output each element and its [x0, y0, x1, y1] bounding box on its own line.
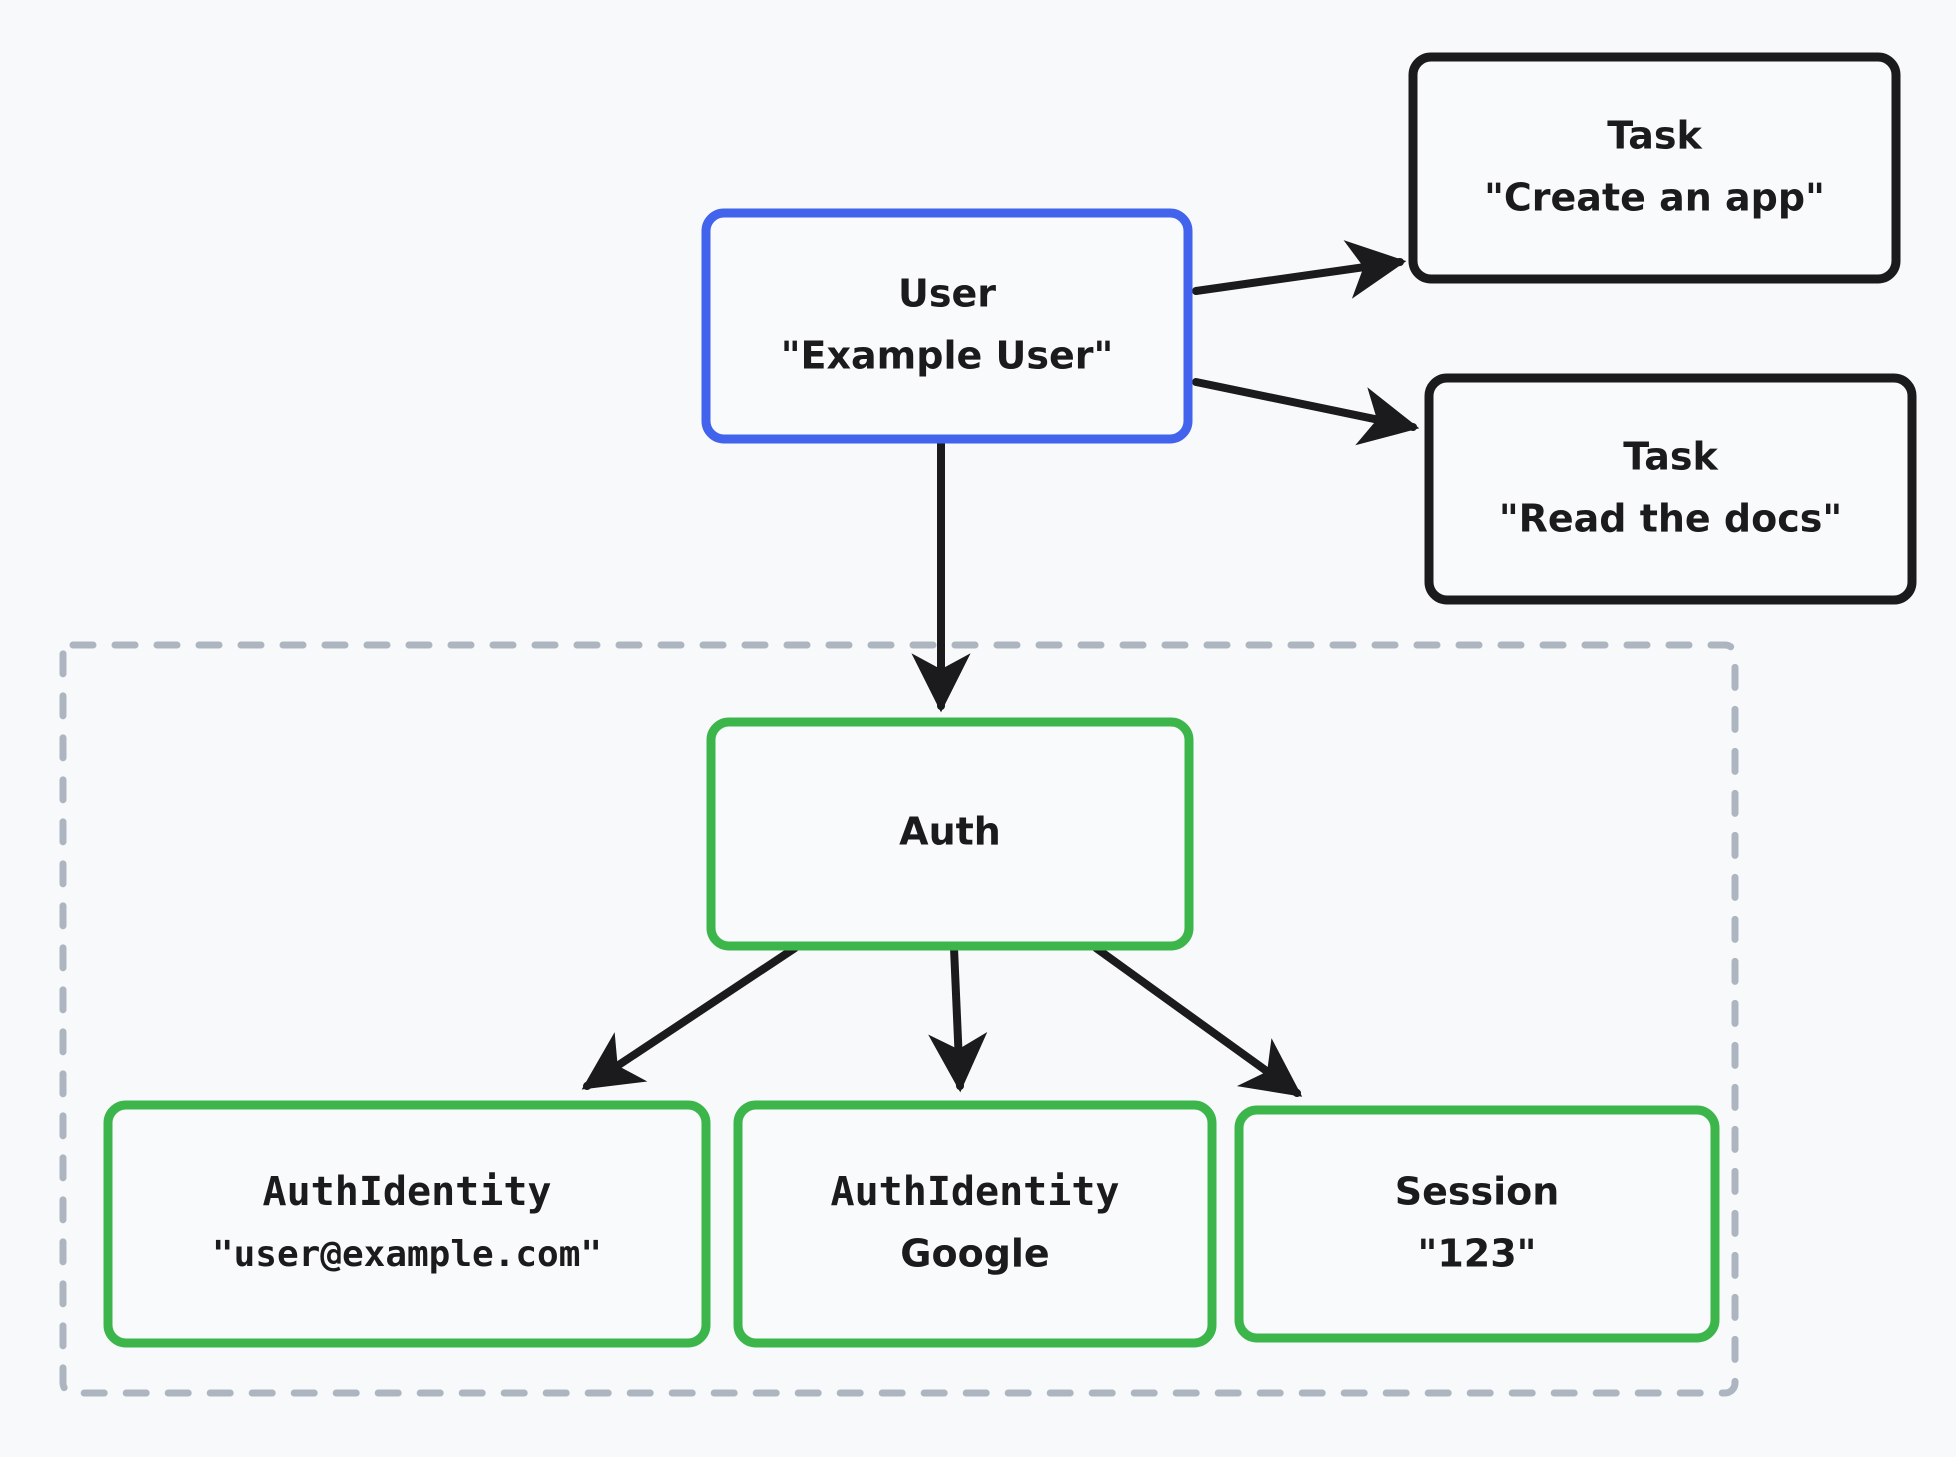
session-node[interactable]: Session "123" — [1234, 1105, 1720, 1343]
task-read-docs-node-title: Task — [1623, 435, 1718, 479]
auth-identity-google-node-box[interactable] — [733, 1100, 1217, 1348]
user-node-box[interactable] — [701, 208, 1193, 444]
user-node-title: User — [898, 272, 996, 316]
task-create-app-node[interactable]: Task "Create an app" — [1408, 52, 1901, 284]
task-read-docs-node[interactable]: Task "Read the docs" — [1424, 373, 1917, 605]
edge-user-to-task-create-app — [1192, 240, 1407, 299]
edge-user-to-task-read-docs — [1192, 378, 1420, 446]
auth-group-boundary — [59, 641, 1739, 1397]
auth-node-title: Auth — [899, 810, 1001, 854]
task-read-docs-node-box[interactable] — [1424, 373, 1917, 605]
session-node-title: Session — [1395, 1170, 1560, 1214]
session-node-subtitle: "123" — [1418, 1232, 1537, 1276]
auth-identity-email-node-subtitle: "user@example.com" — [212, 1234, 602, 1275]
user-node-subtitle: "Example User" — [781, 334, 1114, 378]
nodes-layer: User"Example User"Task"Create an app"Tas… — [103, 52, 1917, 1348]
auth-node[interactable]: Auth — [706, 717, 1194, 951]
edge-auth-to-auth-identity-email — [581, 944, 799, 1090]
auth-identity-email-node[interactable]: AuthIdentity "user@example.com" — [103, 1100, 711, 1348]
user-node[interactable]: User "Example User" — [701, 208, 1193, 444]
edge-auth-to-session — [1092, 944, 1303, 1097]
edge-auth-to-auth-identity-google — [928, 944, 988, 1093]
auth-identity-google-node-title: AuthIdentity — [831, 1169, 1120, 1215]
task-create-app-node-title: Task — [1607, 114, 1702, 158]
edges-layer — [581, 240, 1420, 1097]
auth-identity-email-node-title: AuthIdentity — [263, 1169, 552, 1215]
auth-identity-email-node-box[interactable] — [103, 1100, 711, 1348]
auth-node-box[interactable] — [706, 717, 1194, 951]
task-read-docs-node-subtitle: "Read the docs" — [1499, 497, 1842, 541]
task-create-app-node-subtitle: "Create an app" — [1484, 176, 1825, 220]
auth-identity-google-node-subtitle: Google — [900, 1232, 1049, 1276]
session-node-box[interactable] — [1234, 1105, 1720, 1343]
task-create-app-node-box[interactable] — [1408, 52, 1901, 284]
